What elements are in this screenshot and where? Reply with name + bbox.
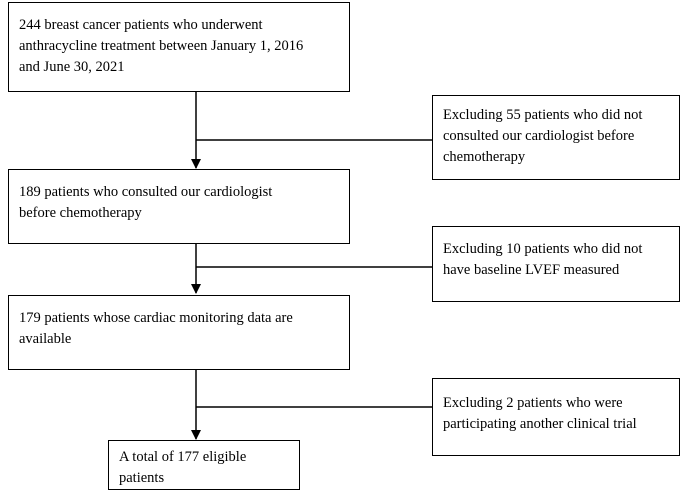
step-box-monitoring-data: 179 patients whose cardiac monitoring da…	[8, 295, 350, 370]
step-box-final-eligible: A total of 177 eligible patients	[108, 440, 300, 490]
exclusion-box-other-trial: Excluding 2 patients who were participat…	[432, 378, 680, 456]
step-box-consulted-cardiologist: 189 patients who consulted our cardiolog…	[8, 169, 350, 244]
exclusion-box-no-cardiologist: Excluding 55 patients who did not consul…	[432, 95, 680, 180]
exclusion-box-no-baseline-lvef: Excluding 10 patients who did not have b…	[432, 226, 680, 302]
step-box-initial-cohort: 244 breast cancer patients who underwent…	[8, 2, 350, 92]
